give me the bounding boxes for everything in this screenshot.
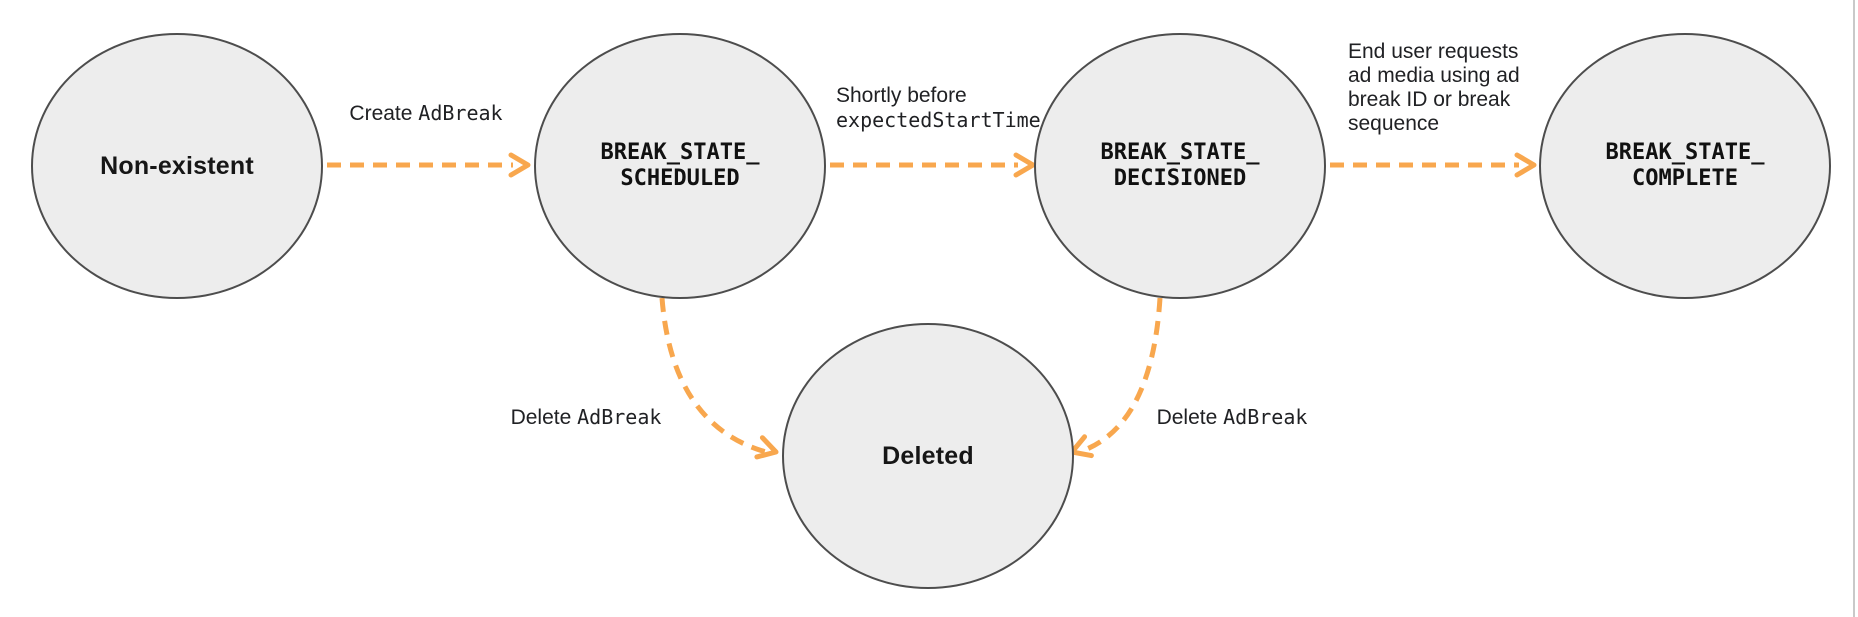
- edge-label-shortly-before: Shortly before expectedStartTime: [836, 84, 1041, 132]
- node-non-existent-label: Non-existent: [100, 151, 254, 180]
- edge-end-user-requests-arrowhead: [1514, 152, 1537, 178]
- node-break-state-complete-label: BREAK_STATE_ COMPLETE: [1606, 140, 1765, 192]
- node-break-state-scheduled-label: BREAK_STATE_ SCHEDULED: [601, 140, 760, 192]
- edge-label-code: AdBreak: [577, 405, 662, 429]
- edge-label-end-user-requests: End user requests ad media using ad brea…: [1348, 40, 1548, 136]
- edge-label-create-adbreak: Create AdBreak: [330, 101, 522, 126]
- page-edge-divider: [1853, 0, 1855, 617]
- node-label-line: DECISIONED: [1113, 166, 1247, 191]
- node-label-line: COMPLETE: [1632, 166, 1738, 191]
- edge-label-line: break ID or break: [1348, 88, 1511, 111]
- node-break-state-decisioned-label: BREAK_STATE_ DECISIONED: [1101, 140, 1260, 192]
- edge-delete-adbreak-right-curve: [1081, 297, 1163, 454]
- node-label-line: BREAK_STATE_: [600, 140, 760, 165]
- edge-label-text: Delete: [510, 406, 578, 429]
- node-label-line: SCHEDULED: [620, 166, 740, 191]
- edge-label-code: expectedStartTime: [836, 108, 1041, 132]
- node-deleted: Deleted: [782, 323, 1074, 589]
- node-deleted-label: Deleted: [882, 441, 974, 470]
- edge-shortly-before-arrowhead: [1013, 152, 1036, 178]
- edge-delete-adbreak-left-arrowhead: [754, 435, 779, 460]
- node-non-existent: Non-existent: [31, 33, 323, 299]
- edge-label-line: sequence: [1348, 112, 1440, 135]
- edge-label-text: Delete: [1156, 406, 1224, 429]
- edge-label-code: AdBreak: [1223, 405, 1308, 429]
- node-break-state-decisioned: BREAK_STATE_ DECISIONED: [1034, 33, 1326, 299]
- edge-label-line: End user requests: [1348, 40, 1519, 63]
- node-label-line: BREAK_STATE_: [1100, 140, 1260, 165]
- edge-label-delete-adbreak-right: Delete AdBreak: [1134, 405, 1330, 430]
- edge-create-adbreak-arrowhead: [508, 152, 531, 178]
- node-break-state-complete: BREAK_STATE_ COMPLETE: [1539, 33, 1831, 299]
- edge-label-text: Create: [349, 102, 419, 125]
- edge-label-code: AdBreak: [418, 101, 503, 125]
- edge-label-text: Shortly before: [836, 84, 967, 107]
- edge-label-line: ad media using ad: [1348, 64, 1520, 87]
- node-break-state-scheduled: BREAK_STATE_ SCHEDULED: [534, 33, 826, 299]
- edge-label-delete-adbreak-left: Delete AdBreak: [488, 405, 684, 430]
- edge-delete-adbreak-left-curve: [659, 297, 767, 455]
- node-label-line: BREAK_STATE_: [1605, 140, 1765, 165]
